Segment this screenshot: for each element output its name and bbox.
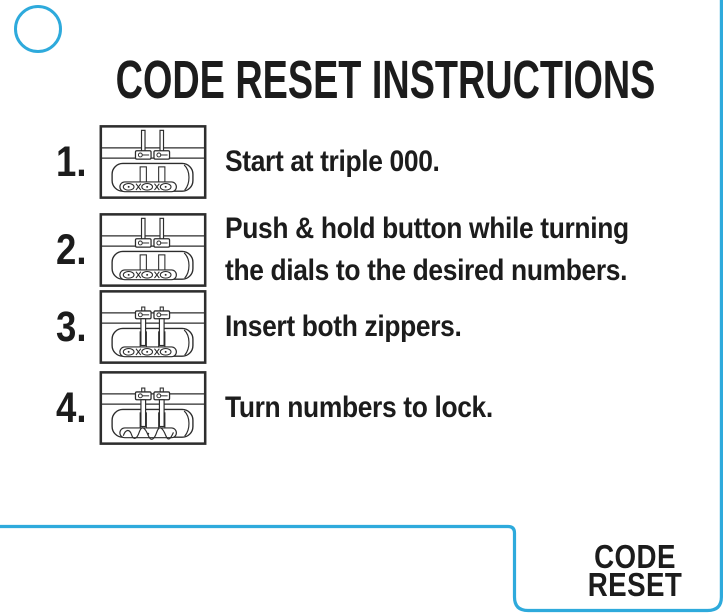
step-1-number: 1. bbox=[56, 137, 87, 186]
step-2-line-2: the dials to the desired numbers. bbox=[225, 254, 628, 287]
footer-code-text: CODE bbox=[594, 538, 676, 575]
step-4-number: 4. bbox=[56, 383, 87, 432]
step-row-4: 4. Turn numbers to lock. bbox=[56, 371, 529, 445]
step-row-2: 2. Push & hold button while turning the … bbox=[56, 208, 684, 292]
lock-diagram-zippers-out-icon bbox=[99, 213, 207, 287]
step-4-line-1: Turn numbers to lock. bbox=[225, 391, 493, 424]
footer-reset-text: RESET bbox=[587, 566, 683, 603]
step-3-number: 3. bbox=[56, 302, 87, 351]
step-1-text: Start at triple 000. bbox=[225, 141, 469, 183]
step-row-3: 3. Insert both zippers. bbox=[56, 290, 494, 364]
punch-hole-circle bbox=[14, 5, 62, 53]
step-2-line-1: Push & hold button while turning bbox=[225, 212, 629, 245]
step-2-text: Push & hold button while turning the dia… bbox=[225, 208, 684, 292]
step-row-1: 1. Start at triple 000. bbox=[56, 125, 469, 199]
title-wrap: CODE RESET INSTRUCTIONS bbox=[0, 50, 714, 120]
footer-label: CODE RESET bbox=[545, 538, 725, 603]
lock-diagram-zippers-inserted-turning-icon bbox=[99, 371, 207, 445]
step-3-line-1: Insert both zippers. bbox=[225, 310, 462, 343]
lock-diagram-zippers-inserted-icon bbox=[99, 290, 207, 364]
step-1-line-1: Start at triple 000. bbox=[225, 145, 440, 178]
page-title: CODE RESET INSTRUCTIONS bbox=[115, 50, 656, 110]
step-4-text: Turn numbers to lock. bbox=[225, 387, 529, 429]
step-2-number: 2. bbox=[56, 225, 87, 274]
step-3-text: Insert both zippers. bbox=[225, 306, 494, 348]
lock-diagram-zippers-out-icon bbox=[99, 125, 207, 199]
